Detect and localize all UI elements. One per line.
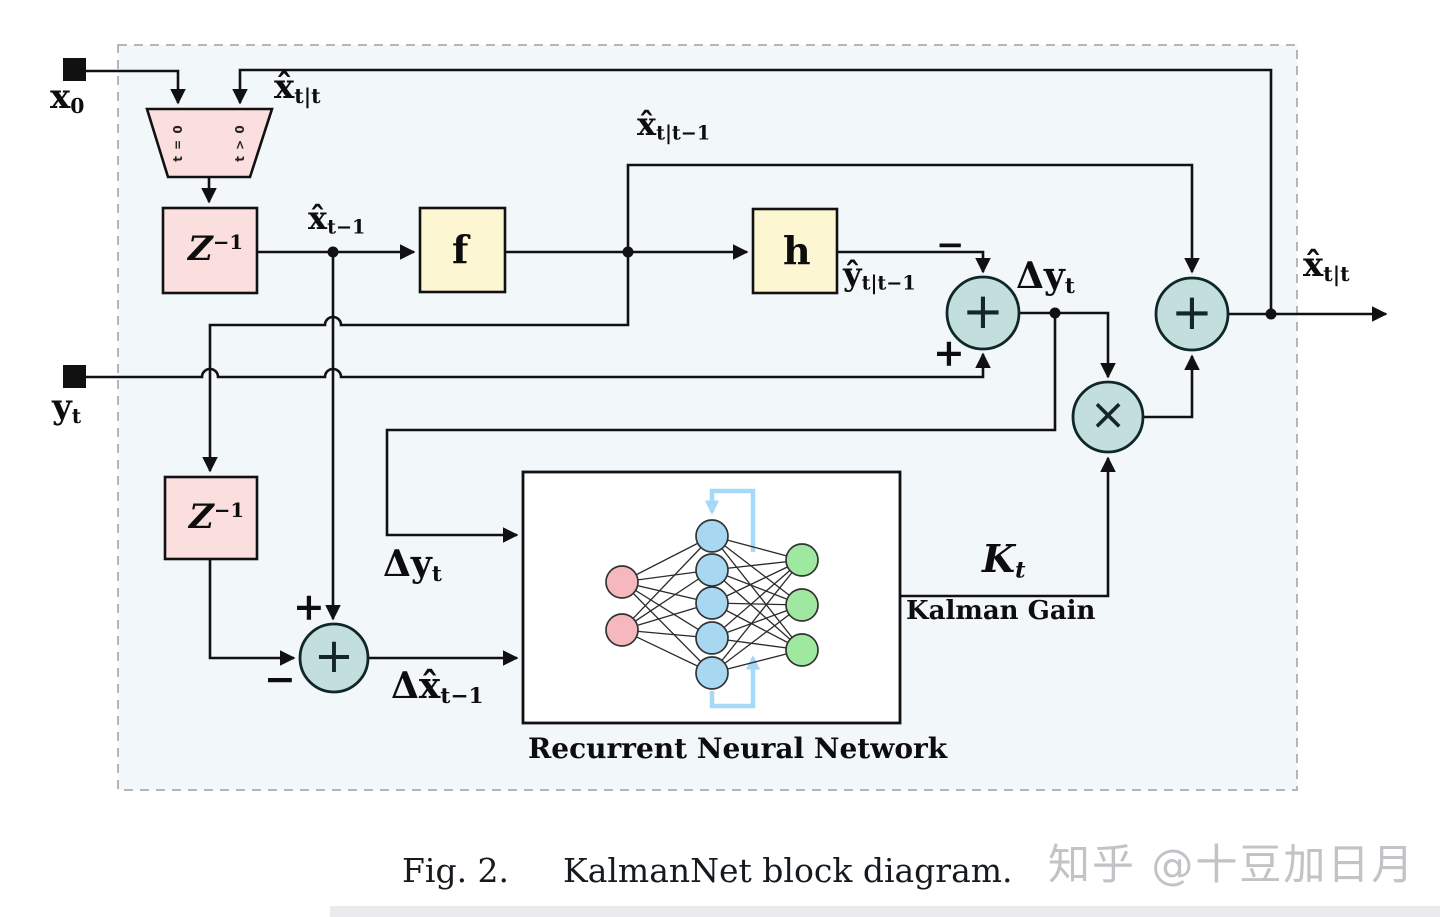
mux-trapezoid-block [145, 107, 274, 179]
product-operator: × [1089, 389, 1127, 441]
wire-feedback-to-mux [232, 68, 1273, 314]
wire-kgain-to-product [900, 456, 1116, 598]
nn-hidden-node [695, 519, 729, 553]
label-dy: Δyt [1016, 255, 1075, 300]
label-yt: yt [52, 387, 82, 428]
product-circle [1071, 380, 1145, 454]
sum3-operator: + [1171, 283, 1213, 341]
nn-edge [621, 535, 713, 631]
wire-yt-to-sum1 [86, 352, 991, 379]
mux-condition-t0: t = 0 [171, 124, 185, 162]
wire-delay2-to-sum2 [208, 559, 296, 666]
nn-edge [711, 559, 803, 674]
branch-dot-prediction [622, 246, 634, 258]
label-kalman-gain-symbol: Kt [982, 536, 1026, 584]
rnn-recurrent-loop-top [704, 488, 756, 552]
sign-minus-sum2: − [264, 656, 296, 701]
wire-sum1-to-product [1019, 311, 1116, 379]
wire-x0-to-mux [86, 69, 186, 105]
rnn-recurrent-loop-bottom [709, 655, 761, 709]
nn-output-node [785, 543, 819, 577]
nn-hidden-node [695, 553, 729, 587]
input-terminal-x0 [63, 58, 86, 81]
nn-edge [711, 604, 803, 674]
figure-caption: Fig. 2. KalmanNet block diagram. [402, 851, 1013, 890]
sign-plus-sum1: + [933, 330, 965, 375]
input-terminal-yt [63, 365, 86, 388]
nn-hidden-node [695, 656, 729, 690]
nn-edge [711, 569, 803, 651]
branch-dot-output [1265, 308, 1277, 320]
label-kalman-gain-caption: Kalman Gain [906, 596, 1096, 626]
nn-input-node [605, 613, 639, 647]
sign-minus-sum1: − [936, 225, 965, 265]
figure-number: Fig. 2. [402, 851, 510, 890]
nn-edge [711, 602, 803, 651]
label-h-block: h [783, 228, 811, 273]
nn-edge [711, 535, 803, 651]
nn-input-node [605, 565, 639, 599]
sign-plus-sum2: + [293, 584, 325, 629]
label-delay1: Z−1 [188, 229, 244, 269]
label-dxhat: Δx̂t−1 [391, 665, 484, 710]
label-rnn-caption: Recurrent Neural Network [528, 732, 948, 765]
sum2-operator: + [313, 628, 355, 685]
nn-edge [711, 535, 803, 606]
wire-product-to-sum3 [1143, 354, 1200, 419]
label-x0: x0 [50, 77, 85, 118]
nn-hidden-node [695, 586, 729, 620]
sum1-operator: + [962, 282, 1004, 340]
wires [86, 68, 1388, 666]
branch-dot-xhatprev [327, 246, 339, 258]
nn-hidden-node [695, 621, 729, 655]
mux-condition-tgt0: t > 0 [233, 124, 247, 162]
delay1-block [161, 206, 259, 295]
label-yhat-pred: ŷt|t−1 [843, 255, 916, 295]
nn-nodes [605, 519, 819, 690]
watermark: 知乎 @十豆加日月 [1048, 840, 1416, 889]
f-block [418, 206, 507, 294]
label-xhat-tt-feedback: x̂t|t [274, 67, 321, 108]
label-delay2: Z−1 [189, 497, 245, 537]
nn-edge [621, 569, 713, 631]
label-xhat-prev: x̂t−1 [308, 199, 366, 239]
delay2-block [163, 475, 259, 561]
label-dy-rnn: Δyt [383, 543, 442, 588]
sum1-circle [945, 275, 1021, 351]
label-xhat-out: x̂t|t [1303, 245, 1350, 286]
nn-edge [711, 559, 803, 639]
nn-output-node [785, 633, 819, 667]
wire-dy-to-rnn [385, 313, 1057, 543]
figure-caption-text: KalmanNet block diagram. [563, 851, 1013, 890]
nn-edge [621, 581, 713, 674]
wire-prediction-to-sum3 [626, 163, 1200, 274]
label-f-block: f [452, 227, 469, 272]
nn-output-node [785, 588, 819, 622]
bottom-strip [330, 906, 1440, 917]
sum3-circle [1154, 276, 1230, 352]
sum2-circle [298, 622, 370, 694]
label-xhat-pred: x̂t|t−1 [637, 105, 711, 145]
h-block [751, 207, 839, 295]
wire-h-to-sum1 [837, 250, 991, 274]
nn-edge [621, 581, 713, 639]
branch-dot-dy [1049, 307, 1061, 319]
